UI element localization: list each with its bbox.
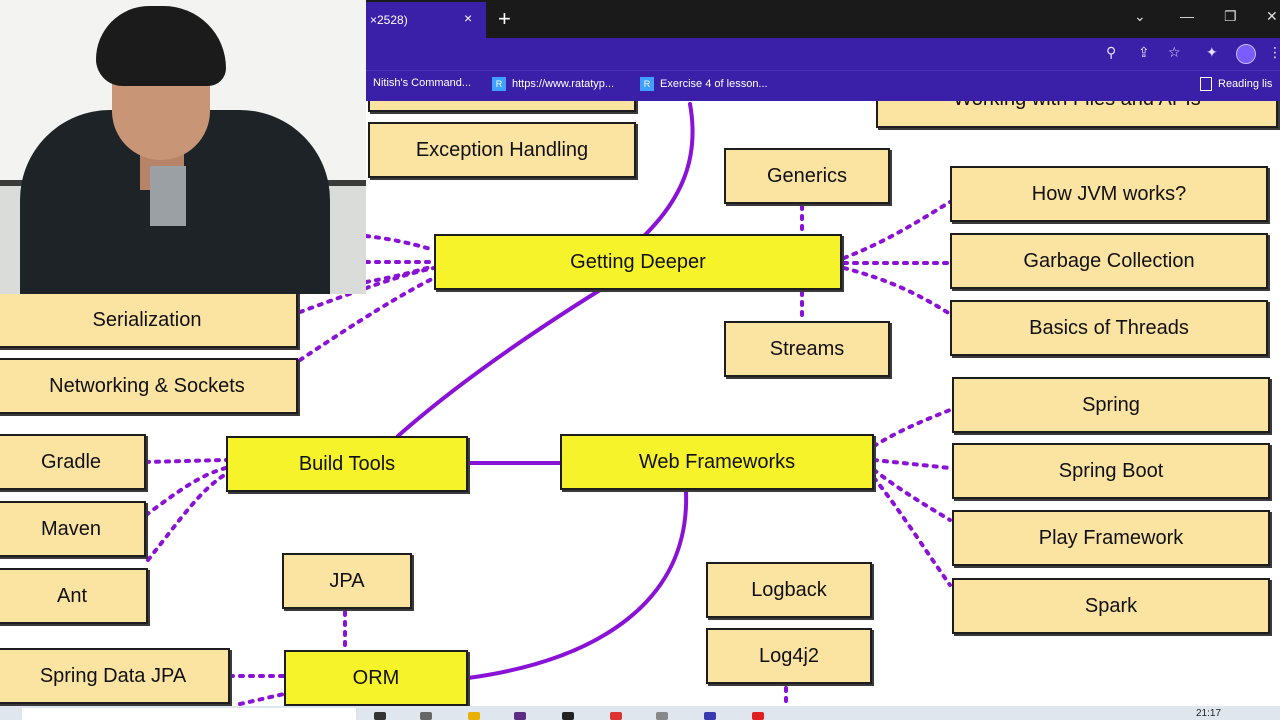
bookmarks-bar (366, 70, 1280, 101)
node-how-jvm-works[interactable]: How JVM works? (950, 166, 1268, 222)
link-wf-spring (872, 408, 952, 448)
node-build-tools[interactable]: Build Tools (226, 436, 468, 492)
new-tab-icon[interactable]: + (498, 6, 511, 31)
ratatype-icon: R (492, 77, 506, 91)
bookmark-star-icon[interactable]: ☆ (1168, 44, 1181, 60)
minimize-icon[interactable]: — (1180, 8, 1194, 24)
zoom-icon[interactable]: ⚲ (1106, 44, 1117, 60)
node-exception-handling[interactable]: Exception Handling (368, 122, 636, 178)
extensions-icon[interactable]: ✦ (1206, 44, 1218, 60)
close-window-icon[interactable]: ✕ (1266, 8, 1278, 24)
link-gd-serialization (298, 266, 436, 314)
taskbar-app-icon[interactable] (610, 712, 622, 720)
taskbar-app-icon[interactable] (656, 712, 668, 720)
link-bt-gradle (144, 458, 228, 464)
node-streams[interactable]: Streams (724, 321, 890, 377)
node-gradle[interactable]: Gradle (0, 434, 146, 490)
browser-tab-strip (366, 0, 1280, 38)
clock[interactable]: 21:17 (1196, 708, 1222, 719)
link-wf-spring-boot (872, 458, 952, 470)
tab-search-chevron-icon[interactable]: ⌄ (1134, 8, 1146, 24)
node-generics[interactable]: Generics (724, 148, 890, 204)
node-serialization[interactable]: Serialization (0, 292, 298, 348)
link-wf-spark (872, 476, 952, 587)
node-spark[interactable]: Spark (952, 578, 1270, 634)
node-jpa[interactable]: JPA (282, 553, 412, 609)
node-networking-sockets[interactable]: Networking & Sockets (0, 358, 298, 414)
folder-icon[interactable] (468, 712, 480, 720)
link-gd-left-1 (364, 234, 436, 252)
taskbar-search-box[interactable] (22, 708, 356, 720)
link-orm-lower (238, 692, 286, 706)
ratatype-icon: R (640, 77, 654, 91)
link-gd-networking (298, 276, 436, 362)
reading-list[interactable]: Reading lis (1200, 77, 1272, 91)
node-logback[interactable]: Logback (706, 562, 872, 618)
link-getting-deeper-to-build-tools (396, 288, 602, 438)
taskbar-app-icon[interactable] (514, 712, 526, 720)
node-garbage-collection[interactable]: Garbage Collection (950, 233, 1268, 289)
node-getting-deeper[interactable]: Getting Deeper (434, 234, 842, 290)
browser-toolbar (366, 38, 1280, 70)
link-gd-jvm (842, 200, 952, 260)
link-wf-play (872, 468, 952, 522)
link-gd-left-3 (364, 264, 436, 284)
node-ant[interactable]: Ant (0, 568, 148, 624)
link-gd-threads (842, 266, 952, 316)
taskbar-app-icon[interactable] (420, 712, 432, 720)
taskbar-app-icon[interactable] (562, 712, 574, 720)
reading-list-icon (1200, 77, 1212, 91)
taskbar-app-icon[interactable] (752, 712, 764, 720)
presenter-collar (150, 166, 186, 226)
taskbar-app-icon[interactable] (374, 712, 386, 720)
share-icon[interactable]: ⇪ (1138, 44, 1150, 60)
node-spring-data-jpa[interactable]: Spring Data JPA (0, 648, 230, 704)
menu-icon[interactable]: ⋮ (1268, 44, 1280, 60)
browser-tab-active[interactable]: ×2528) (366, 2, 486, 38)
node-maven[interactable]: Maven (0, 501, 146, 557)
node-web-frameworks[interactable]: Web Frameworks (560, 434, 874, 490)
link-web-frameworks-to-orm (466, 490, 689, 680)
link-bt-maven (144, 466, 228, 517)
taskbar-app-icon[interactable] (704, 712, 716, 720)
node-log4j2[interactable]: Log4j2 (706, 628, 872, 684)
tab-close-icon[interactable]: × (464, 10, 473, 26)
bookmark-item[interactable]: Nitish's Command... (373, 77, 472, 89)
node-orm[interactable]: ORM (284, 650, 468, 706)
node-play-framework[interactable]: Play Framework (952, 510, 1270, 566)
node-spring[interactable]: Spring (952, 377, 1270, 433)
node-basics-of-threads[interactable]: Basics of Threads (950, 300, 1268, 356)
node-spring-boot[interactable]: Spring Boot (952, 443, 1270, 499)
restore-icon[interactable]: ❐ (1224, 8, 1237, 24)
profile-avatar-icon[interactable] (1236, 44, 1256, 64)
webcam-overlay (0, 0, 366, 294)
link-top-to-getting-deeper (643, 102, 695, 237)
